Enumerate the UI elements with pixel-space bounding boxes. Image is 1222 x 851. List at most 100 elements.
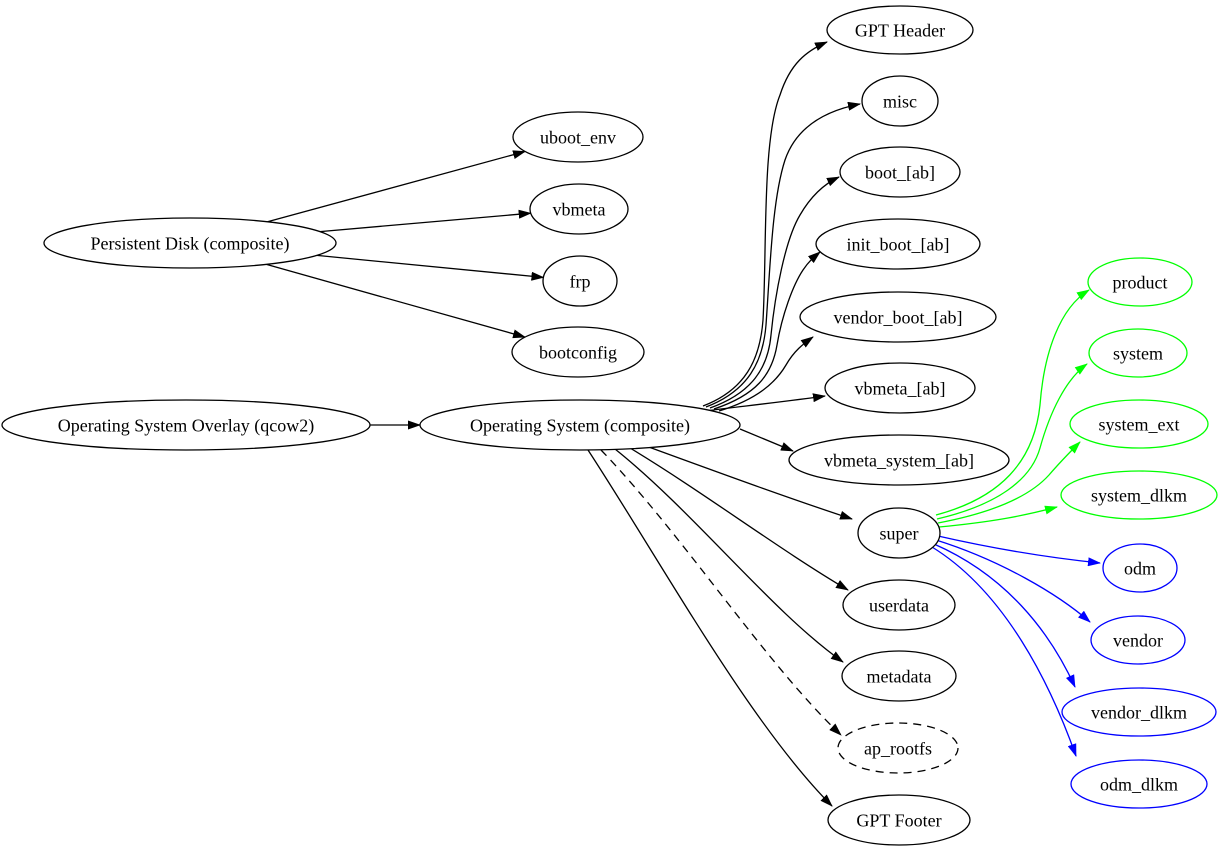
node-userdata: userdata [842, 579, 956, 631]
node-vendor-shape [1090, 615, 1186, 665]
edge-super-vendor_dlkm [933, 543, 1076, 688]
edge-os-vbmeta_ab [704, 393, 826, 412]
node-odm_dlkm-label: odm_dlkm [1100, 774, 1178, 794]
edge-os-misc [705, 101, 861, 408]
node-vendor_boot_ab-label: vendor_boot_[ab] [834, 307, 963, 327]
node-persistent_disk: Persistent Disk (composite) [43, 217, 337, 269]
node-vbmeta-shape [529, 183, 629, 235]
node-odm: odm [1102, 543, 1178, 593]
node-misc-label: misc [883, 91, 917, 111]
edge-os-metadata [614, 448, 844, 663]
edge-os-vendor_boot_ab [718, 336, 814, 412]
edge-persistent_disk-bootconfig [265, 263, 526, 339]
node-system_dlkm-shape [1060, 470, 1218, 520]
node-init_boot_ab: init_boot_[ab] [815, 218, 981, 270]
node-os: Operating System (composite) [419, 399, 741, 451]
node-init_boot_ab-shape [815, 218, 981, 270]
node-odm-label: odm [1124, 558, 1156, 578]
node-init_boot_ab-label: init_boot_[ab] [847, 234, 950, 254]
edge-super-odm [937, 535, 1101, 567]
edge-os-userdata [629, 447, 849, 591]
node-vbmeta_ab: vbmeta_[ab] [824, 362, 976, 414]
edge-layer [265, 41, 1101, 807]
node-metadata-shape [841, 650, 957, 702]
edge-os-boot_ab [709, 176, 840, 409]
edge-os-gpt_header [702, 41, 828, 407]
node-boot_ab-label: boot_[ab] [865, 162, 935, 182]
node-frp-shape [542, 255, 618, 307]
node-uboot_env: uboot_env [512, 111, 644, 163]
edge-super-product [935, 289, 1090, 516]
node-os-shape [419, 399, 741, 451]
node-ap_rootfs-label: ap_rootfs [864, 738, 932, 758]
node-system-shape [1088, 328, 1188, 378]
node-super-shape [857, 507, 941, 559]
node-odm_dlkm: odm_dlkm [1070, 759, 1208, 809]
node-vbmeta_ab-label: vbmeta_[ab] [855, 378, 946, 398]
node-vbmeta_system_ab-shape [788, 434, 1010, 486]
node-product-label: product [1113, 272, 1168, 292]
node-vendor_dlkm-shape [1061, 687, 1217, 737]
edge-super-vendor [935, 539, 1091, 623]
node-vbmeta_system_ab-label: vbmeta_system_[ab] [824, 450, 974, 470]
node-gpt_footer-shape [827, 794, 971, 846]
node-persistent_disk-label: Persistent Disk (composite) [91, 233, 290, 254]
node-ap_rootfs-shape [837, 722, 959, 774]
node-vbmeta_system_ab: vbmeta_system_[ab] [788, 434, 1010, 486]
edge-os-gpt_footer [587, 449, 833, 807]
node-super-label: super [880, 523, 919, 543]
edge-os-ap_rootfs [600, 449, 842, 736]
edge-os-init_boot_ab [713, 251, 821, 410]
node-vendor-label: vendor [1113, 630, 1163, 650]
node-system_dlkm: system_dlkm [1060, 470, 1218, 520]
node-ap_rootfs: ap_rootfs [837, 722, 959, 774]
node-bootconfig: bootconfig [511, 326, 645, 378]
node-metadata: metadata [841, 650, 957, 702]
node-uboot_env-label: uboot_env [540, 127, 616, 147]
node-odm_dlkm-shape [1070, 759, 1208, 809]
node-vendor_dlkm-label: vendor_dlkm [1091, 702, 1187, 722]
node-vbmeta_ab-shape [824, 362, 976, 414]
node-frp: frp [542, 255, 618, 307]
node-os_overlay: Operating System Overlay (qcow2) [1, 399, 371, 451]
node-bootconfig-label: bootconfig [539, 342, 617, 362]
node-userdata-label: userdata [869, 595, 929, 615]
node-system-label: system [1113, 343, 1163, 363]
node-os_overlay-label: Operating System Overlay (qcow2) [58, 415, 314, 436]
node-product: product [1087, 257, 1193, 307]
node-bootconfig-shape [511, 326, 645, 378]
node-boot_ab-shape [839, 146, 961, 198]
node-vendor: vendor [1090, 615, 1186, 665]
node-system_ext-label: system_ext [1099, 414, 1180, 434]
node-boot_ab: boot_[ab] [839, 146, 961, 198]
node-gpt_header-label: GPT Header [855, 20, 945, 40]
edge-persistent_disk-uboot_env [267, 150, 526, 223]
node-system_dlkm-label: system_dlkm [1091, 485, 1187, 505]
edge-persistent_disk-vbmeta [319, 209, 532, 233]
node-gpt_header: GPT Header [826, 5, 974, 55]
edge-super-system [936, 363, 1088, 520]
edge-persistent_disk-frp [316, 254, 545, 281]
node-vbmeta: vbmeta [529, 183, 629, 235]
node-product-shape [1087, 257, 1193, 307]
node-system_ext: system_ext [1069, 399, 1209, 449]
node-frp-label: frp [570, 271, 591, 291]
node-layer: Persistent Disk (composite) uboot_envvbme… [1, 5, 1218, 846]
node-gpt_header-shape [826, 5, 974, 55]
node-misc: misc [861, 75, 939, 127]
node-os_overlay-shape [1, 399, 371, 451]
edge-os-super [645, 445, 853, 520]
node-vendor_boot_ab: vendor_boot_[ab] [799, 291, 997, 343]
node-os-label: Operating System (composite) [470, 415, 690, 436]
node-uboot_env-shape [512, 111, 644, 163]
node-gpt_footer: GPT Footer [827, 794, 971, 846]
node-super: super [857, 507, 941, 559]
edge-super-system_ext [937, 441, 1081, 524]
edge-super-system_dlkm [938, 505, 1058, 528]
node-misc-shape [861, 75, 939, 127]
node-vendor_boot_ab-shape [799, 291, 997, 343]
node-system_ext-shape [1069, 399, 1209, 449]
edge-super-odm_dlkm [931, 546, 1077, 757]
